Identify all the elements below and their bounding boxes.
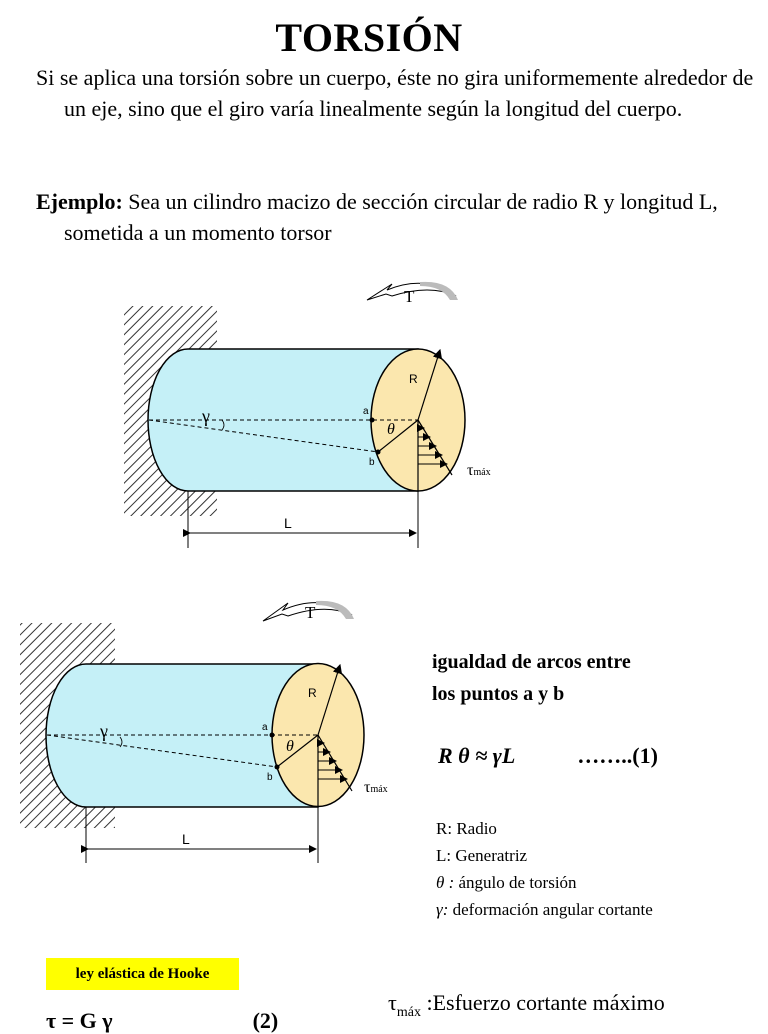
- label-tau: τmáx: [364, 779, 388, 796]
- label-a: a: [262, 722, 268, 733]
- point-a-dot: [269, 732, 275, 738]
- equation-1-number: ……..(1): [577, 743, 658, 768]
- equation-2-number: (2): [252, 1008, 279, 1033]
- label-theta: θ: [387, 421, 395, 438]
- label-length: L: [182, 831, 190, 847]
- tau-max-note: τmáx :Esfuerzo cortante máximo: [388, 990, 665, 1020]
- torsion-diagram-bottom: γ θ R a b τmáx L T: [20, 600, 388, 863]
- label-tau: τmáx: [467, 462, 491, 479]
- torque-label: T: [305, 603, 316, 622]
- equation-2: τ = G γ (2): [46, 1008, 278, 1034]
- shear-stress-arrows: [417, 424, 448, 468]
- equation-1: R θ ≈ γL ……..(1): [438, 743, 658, 769]
- torque-arrow-icon: [366, 281, 458, 301]
- intro-paragraph: Si se aplica una torsión sobre un cuerpo…: [36, 65, 754, 121]
- label-b: b: [369, 457, 375, 468]
- label-b: b: [267, 772, 273, 783]
- legend-item: θ : ángulo de torsión: [436, 873, 577, 892]
- point-a-dot: [369, 417, 375, 423]
- hooke-law-label: ley elástica de Hooke: [46, 958, 239, 990]
- label-gamma: γ: [201, 406, 210, 426]
- legend-item: L: Generatriz: [436, 846, 528, 865]
- caption-line-2: los puntos a y b: [432, 683, 565, 705]
- legend-item: γ: deformación angular cortante: [436, 900, 653, 919]
- equation-1-formula: R θ ≈ γL: [438, 743, 516, 768]
- example-paragraph: Ejemplo: Sea un cilindro macizo de secci…: [36, 186, 764, 248]
- torsion-diagram-top: γ θ R a b τmáx L T: [124, 281, 491, 548]
- example-text: Sea un cilindro macizo de sección circul…: [64, 189, 718, 245]
- caption-line-1: igualdad de arcos entre: [432, 651, 631, 673]
- point-b-dot: [375, 449, 381, 455]
- legend-item: R: Radio: [436, 819, 497, 838]
- arc-equality-caption: igualdad de arcos entre los puntos a y b: [432, 646, 752, 710]
- page-title: TORSIÓN: [275, 15, 463, 60]
- torque-label: T: [404, 287, 415, 306]
- label-gamma: γ: [99, 721, 108, 741]
- label-length: L: [284, 515, 292, 531]
- equation-2-formula: τ = G γ: [46, 1008, 113, 1033]
- label-radius: R: [409, 372, 418, 386]
- example-label: Ejemplo:: [36, 189, 123, 214]
- label-radius: R: [308, 686, 317, 700]
- torque-arrow-icon: [262, 600, 354, 622]
- symbol-legend: R: Radio L: Generatriz θ : ángulo de tor…: [436, 815, 653, 923]
- label-a: a: [363, 406, 369, 417]
- label-theta: θ: [286, 738, 294, 755]
- point-b-dot: [274, 764, 280, 770]
- shear-stress-arrows: [317, 739, 348, 783]
